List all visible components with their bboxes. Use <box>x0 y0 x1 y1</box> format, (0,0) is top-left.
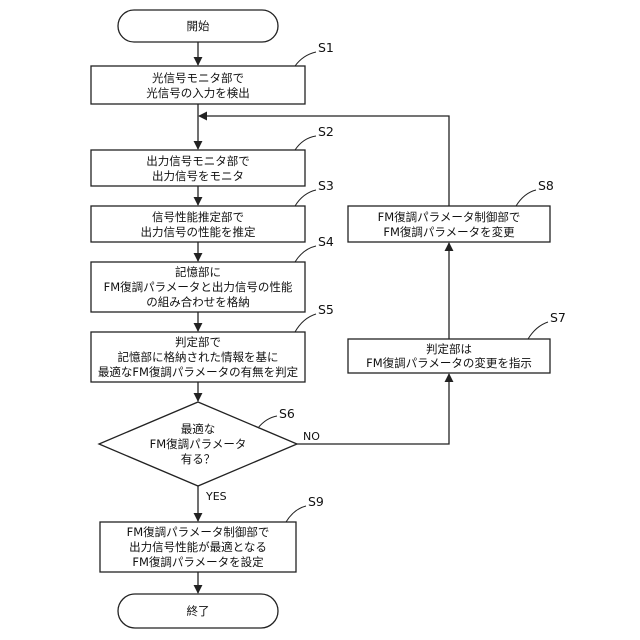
step-s7-line-2: FM復調パラメータの変更を指示 <box>366 356 532 370</box>
step-s9-label: S9 <box>308 494 324 509</box>
step-s6-line-2: FM復調パラメータ <box>150 437 247 451</box>
step-s4-leader <box>295 246 316 262</box>
step-s1-line-2: 光信号の入力を検出 <box>146 86 250 100</box>
step-s2-line-2: 出力信号をモニタ <box>152 169 244 183</box>
step-s7-leader <box>528 322 548 339</box>
step-s2-leader <box>295 136 316 150</box>
step-s4-label: S4 <box>318 234 334 249</box>
step-s5-line-2: 記憶部に格納された情報を基に <box>118 350 279 364</box>
step-s7-line-1: 判定部は <box>426 342 472 356</box>
step-s9-line-3: FM復調パラメータを設定 <box>132 555 264 569</box>
step-s4-line-3: の組み合わせを格納 <box>146 295 250 309</box>
step-s6-line-3: 有る？ <box>181 452 216 466</box>
step-s2-label: S2 <box>318 124 334 139</box>
step-s1-label: S1 <box>318 40 334 55</box>
branch-yes-label: YES <box>205 490 227 503</box>
step-s3-label: S3 <box>318 178 334 193</box>
start-label: 開始 <box>187 19 210 33</box>
step-s8-label: S8 <box>538 178 554 193</box>
step-s9-leader <box>286 506 306 522</box>
step-s2-line-1: 出力信号モニタ部で <box>146 154 250 168</box>
step-s3-line-2: 出力信号の性能を推定 <box>141 225 256 239</box>
step-s8-leader <box>516 190 536 206</box>
step-s6-line-1: 最適な <box>181 422 216 436</box>
step-s6-leader <box>258 416 277 428</box>
step-s3-leader <box>295 190 316 206</box>
step-s7-label: S7 <box>550 310 566 325</box>
step-s9-line-1: FM復調パラメータ制御部で <box>127 525 270 539</box>
step-s3-line-1: 信号性能推定部で <box>152 210 244 224</box>
step-s4-line-2: FM復調パラメータと出力信号の性能 <box>104 280 293 294</box>
step-s5-label: S5 <box>318 302 334 317</box>
end-label: 終了 <box>187 604 210 618</box>
step-s4-line-1: 記憶部に <box>175 265 221 279</box>
step-s9-line-2: 出力信号性能が最適となる <box>129 540 267 554</box>
step-s1-leader <box>295 52 316 66</box>
step-s1-line-1: 光信号モニタ部で <box>152 71 244 85</box>
branch-no-label: NO <box>303 430 320 443</box>
step-s8-line-1: FM復調パラメータ制御部で <box>378 210 521 224</box>
step-s5-leader <box>295 314 316 332</box>
step-s5-line-1: 判定部で <box>175 335 221 349</box>
step-s8-line-2: FM復調パラメータを変更 <box>383 225 515 239</box>
step-s6-label: S6 <box>279 406 295 421</box>
step-s5-line-3: 最適なFM復調パラメータの有無を判定 <box>98 365 299 379</box>
